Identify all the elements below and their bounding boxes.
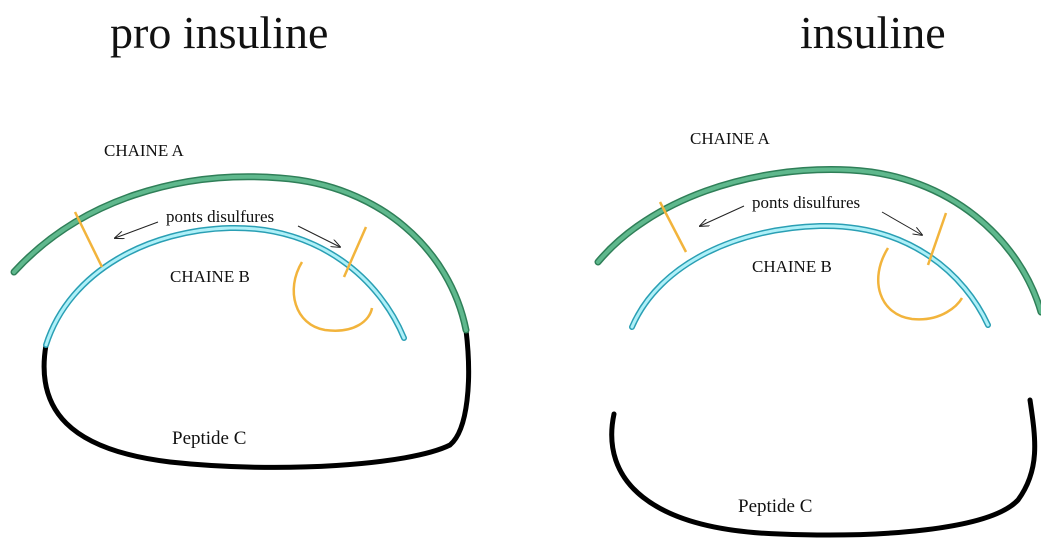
right-bridges-label: ponts disulfures	[752, 193, 860, 212]
proinsulin-panel: pro insuline CHAINE A ponts disulfures C…	[10, 7, 472, 470]
proinsulin-title: pro insuline	[110, 7, 328, 58]
left-bridges-label: ponts disulfures	[166, 207, 274, 226]
left-peptide-c-chain	[41, 327, 472, 470]
left-chain-a-label: CHAINE A	[104, 141, 185, 160]
right-bridge-arrow-2	[881, 211, 922, 235]
left-chain-b-fill	[44, 226, 406, 347]
insulin-title: insuline	[800, 7, 946, 58]
right-peptide-c-chain	[609, 397, 1038, 538]
left-bridge-arrow-2	[297, 225, 340, 247]
right-chain-b	[629, 222, 991, 330]
left-disulfide-bridge-2	[342, 226, 368, 278]
right-peptide-c-label: Peptide C	[738, 496, 812, 517]
left-chain-b-label: CHAINE B	[170, 267, 250, 286]
insulin-panel: insuline CHAINE A ponts disulfures CHAIN…	[594, 7, 1041, 538]
right-disulfide-bridge-2	[926, 212, 948, 266]
right-chain-b-label: CHAINE B	[752, 257, 832, 276]
left-chain-a	[10, 173, 470, 334]
right-bridge-arrow-1	[700, 205, 745, 226]
right-chain-a	[594, 166, 1041, 316]
left-peptide-c-label: Peptide C	[172, 428, 246, 449]
right-chain-a-fill	[596, 167, 1041, 314]
right-chain-a-label: CHAINE A	[690, 129, 771, 148]
left-chain-a-fill	[12, 174, 468, 332]
right-intrachain-disulfide-bridge	[877, 247, 964, 321]
left-intrachain-disulfide-bridge	[292, 261, 374, 332]
left-disulfide-bridge-1	[73, 211, 104, 268]
right-chain-b-fill	[630, 224, 990, 329]
left-bridge-arrow-1	[115, 221, 159, 238]
right-disulfide-bridge-1	[658, 201, 688, 253]
